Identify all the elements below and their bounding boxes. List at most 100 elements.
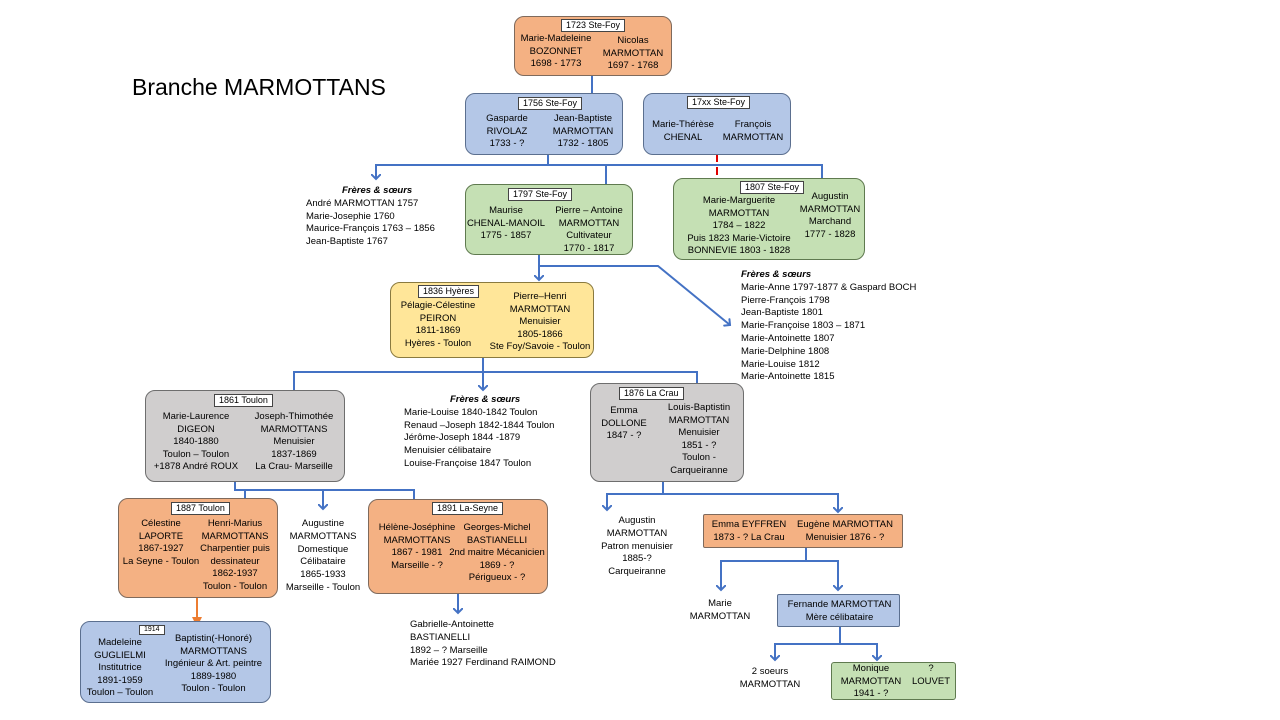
marriage-badge: 1861 Toulon: [214, 394, 273, 407]
text-line: Marie-Josephie 1760: [306, 210, 395, 222]
text-line: André MARMOTTAN 1757: [306, 197, 419, 209]
edge-emma-fernande: [806, 560, 838, 590]
text-line: 1837-1869: [271, 448, 317, 460]
text-line: ?: [928, 663, 934, 674]
text-line: 1865-1933: [300, 569, 346, 581]
text-line: Eugène MARMOTTAN: [797, 519, 893, 530]
text-line: Célibataire: [300, 556, 346, 568]
text-line: Ste Foy/Savoie - Toulon: [489, 341, 591, 353]
text-line: 1867 - 1981: [391, 547, 443, 559]
text-line: Marie-Louise 1812: [741, 358, 820, 370]
text-line: MARMOTTAN: [739, 678, 801, 690]
text-line: Carqueiranne: [670, 464, 728, 476]
edge-emma-marie: [721, 548, 807, 590]
text-line: Henri-Marius: [207, 518, 263, 529]
text-line: Marie-Antoinette 1815: [741, 371, 835, 383]
text-line: dessinateur: [210, 555, 260, 567]
edge-1756-siblings: [376, 155, 549, 179]
text-line: MARMOTTAN: [722, 131, 784, 143]
siblings-heading: Frères & sœurs: [450, 394, 521, 405]
text-line: 1869 - ?: [479, 559, 515, 571]
text-line: Marie-Louise 1840-1842 Toulon: [404, 406, 538, 418]
text-line: Mariée 1927 Ferdinand RAIMOND: [410, 657, 556, 669]
text-line: François: [734, 119, 772, 130]
text-line: Charpentier puis: [200, 543, 270, 555]
text-line: Jean-Baptiste 1767: [306, 236, 388, 248]
text-line: Joseph-Thimothée: [254, 411, 334, 422]
text-line: Marie: [708, 598, 732, 609]
text-line: MARMOTTANS: [201, 530, 269, 542]
text-line: MARMOTTANS: [260, 423, 328, 435]
text-line: Augustin: [618, 515, 656, 526]
text-line: Marie-Antoinette 1807: [741, 332, 835, 344]
text-line: 1873 - ? La Crau: [713, 531, 785, 543]
text-line: La Crau- Marseille: [255, 461, 333, 473]
text-line: MARMOTTAN: [552, 125, 614, 137]
text-line: 1732 - 1805: [557, 138, 609, 150]
text-line: PEIRON: [419, 312, 457, 324]
text-line: Marie-Anne 1797-1877 & Gaspard BOCH: [741, 281, 917, 293]
text-line: LAPORTE: [138, 530, 184, 542]
text-line: DIGEON: [177, 423, 215, 435]
text-line: Pierre – Antoine: [555, 205, 623, 216]
text-line: 2 soeurs: [751, 666, 789, 677]
text-line: Périgueux - ?: [468, 572, 526, 584]
edge-1876-emma: [663, 493, 838, 512]
text-line: 1891-1959: [97, 674, 143, 686]
text-line: 1889-1980: [190, 670, 237, 682]
text-line: Toulon – Toulon: [162, 448, 230, 460]
text-line: Puis 1823 Marie-Victoire: [687, 232, 791, 244]
text-line: Maurise: [489, 205, 523, 216]
text-line: Emma: [610, 405, 638, 416]
text-line: Louis-Baptistin: [667, 402, 731, 413]
page-title: Branche MARMOTTANS: [132, 74, 386, 100]
text-line: MARMOTTAN: [668, 414, 730, 426]
siblings-list-1836: Frères & sœurs Marie-Louise 1840-1842 To…: [404, 394, 554, 471]
text-line: MARMOTTAN: [606, 527, 668, 539]
text-line: CHENAL: [663, 131, 703, 143]
text-line: Marseille - Toulon: [285, 581, 361, 593]
text-line: 1885-?: [622, 553, 652, 565]
text-line: Georges-Michel: [463, 522, 531, 533]
text-line: MARMOTTANS: [289, 530, 357, 542]
text-line: Mère célibataire: [805, 611, 874, 623]
text-line: 1697 - 1768: [607, 60, 659, 72]
text-line: Institutrice: [98, 662, 142, 674]
text-line: Maurice-François 1763 – 1856: [306, 223, 435, 235]
text-line: MARMOTTAN: [689, 610, 751, 622]
text-line: Marie-Madeleine: [520, 33, 592, 44]
text-line: GUGLIELMI: [94, 649, 146, 661]
text-line: MARMOTTAN: [840, 675, 902, 687]
text-line: 1941 - ?: [853, 688, 889, 700]
text-line: 1862-1937: [212, 568, 258, 580]
text-line: Baptistin(-Honoré): [174, 633, 253, 644]
text-line: Menuisier: [519, 316, 561, 328]
text-line: MARMOTTAN: [602, 47, 664, 59]
